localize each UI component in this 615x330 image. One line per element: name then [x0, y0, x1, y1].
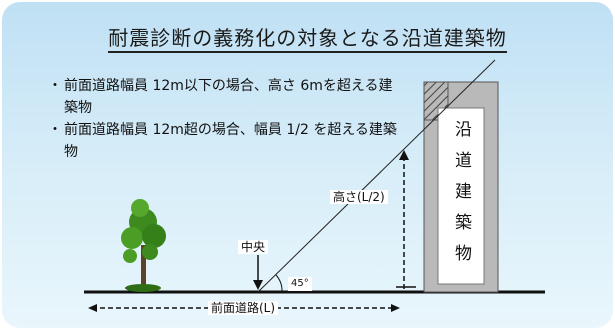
road-width-arrow-right [391, 304, 400, 312]
center-label: 中央 [238, 240, 269, 254]
building-label: 沿道建築物 [451, 120, 471, 275]
criteria-list: 前面道路幅員 12m以下の場合、高さ 6mを超える建築物 前面道路幅員 12m超… [48, 75, 400, 163]
road-width-label: 前面道路(L) [208, 301, 279, 315]
angle-label: 45° [288, 277, 312, 291]
diagram-title: 耐震診断の義務化の対象となる沿道建築物 [0, 22, 615, 53]
road-width-arrow-left [88, 304, 97, 312]
angle-arc [275, 274, 283, 293]
setback-diagonal-line [257, 59, 496, 293]
center-arrow-head [253, 280, 263, 290]
height-arrow-head [399, 150, 409, 160]
title-text: 耐震診断の義務化の対象となる沿道建築物 [108, 26, 507, 53]
criteria-item-narrow-road: 前面道路幅員 12m以下の場合、高さ 6mを超える建築物 [48, 75, 400, 119]
height-label: 高さ(L/2) [330, 190, 388, 204]
tree-icon [121, 199, 166, 292]
criteria-item-wide-road: 前面道路幅員 12m超の場合、幅員 1/2 を超える建築物 [48, 119, 400, 163]
building-label-box [437, 107, 485, 285]
